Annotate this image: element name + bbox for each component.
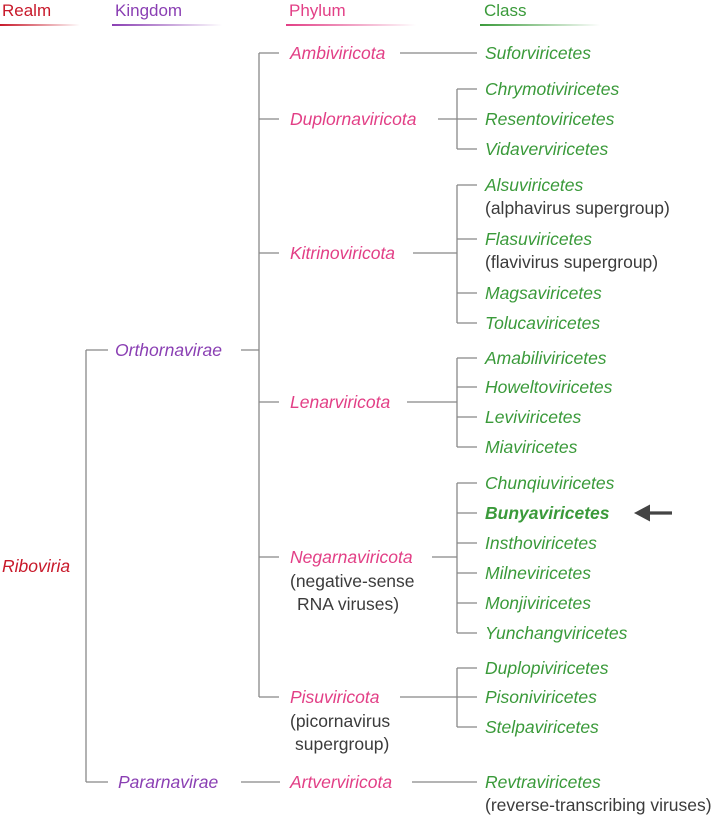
class-label: Revtraviricetes [485, 772, 601, 792]
class-label: Flasuviricetes [485, 229, 592, 249]
class-label: Vidaverviricetes [485, 139, 609, 159]
pisuviricota-class-bracket [456, 667, 477, 728]
class-note: (flavivirus supergroup) [485, 252, 659, 272]
kingdom-header-underline [112, 24, 222, 26]
class-label: Yunchangviricetes [485, 623, 628, 643]
duplornaviricota-class-bracket [456, 88, 477, 150]
class-label: Milneviricetes [485, 563, 591, 583]
lenarviricota-class-bracket [456, 357, 477, 448]
phylum-header: Phylum [289, 1, 346, 20]
class-label: Miaviricetes [485, 437, 578, 457]
class-label: Amabiliviricetes [485, 348, 607, 368]
left-arrow-icon [634, 504, 672, 522]
class-label: Tolucaviricetes [485, 313, 601, 333]
phylum-header-underline [286, 24, 416, 26]
class-label-highlighted: Bunyaviricetes [485, 503, 610, 523]
class-label: Magsaviricetes [485, 283, 602, 303]
class-label: Suforviricetes [485, 43, 592, 63]
realm-header: Realm [2, 1, 52, 20]
kingdom-label: Orthornavirae [115, 340, 222, 360]
phylum-note: RNA viruses) [297, 594, 400, 614]
class-note: (reverse-transcribing viruses) [485, 795, 712, 815]
class-label: Monjiviricetes [485, 593, 591, 613]
negarnaviricota-class-bracket [456, 482, 477, 634]
class-label: Alsuviricetes [485, 175, 584, 195]
kitrinoviricota-class-bracket [456, 184, 477, 324]
orthornavirae-phylum-bracket [258, 52, 279, 698]
realm-bracket [85, 349, 108, 783]
phylum-label: Negarnaviricota [290, 547, 413, 567]
phylum-label: Duplornaviricota [290, 109, 417, 129]
realm-header-underline [0, 24, 80, 26]
class-label: Pisoniviricetes [485, 687, 597, 707]
class-note: (alphavirus supergroup) [485, 198, 670, 218]
phylum-label: Artverviricota [290, 772, 393, 792]
phylum-label: Pisuviricota [290, 687, 380, 707]
class-label: Insthoviricetes [485, 533, 597, 553]
kingdom-label: Pararnavirae [118, 772, 219, 792]
class-header: Class [484, 1, 527, 20]
class-label: Leviviricetes [485, 407, 582, 427]
phylum-label: Kitrinoviricota [290, 243, 396, 263]
class-header-underline [480, 24, 600, 26]
class-label: Resentoviricetes [485, 109, 615, 129]
class-label: Stelpaviricetes [485, 717, 599, 737]
phylum-note: (picornavirus [290, 711, 391, 731]
realm-label: Riboviria [2, 556, 71, 576]
phylum-label: Lenarviricota [290, 392, 391, 412]
class-label: Duplopiviricetes [485, 658, 609, 678]
class-label: Chrymotiviricetes [485, 79, 620, 99]
class-label: Howeltoviricetes [485, 377, 613, 397]
kingdom-header: Kingdom [115, 1, 183, 20]
phylum-note: supergroup) [295, 734, 390, 754]
class-label: Chunqiuviricetes [485, 473, 615, 493]
phylum-note: (negative-sense [290, 571, 415, 591]
phylum-label: Ambiviricota [290, 43, 386, 63]
